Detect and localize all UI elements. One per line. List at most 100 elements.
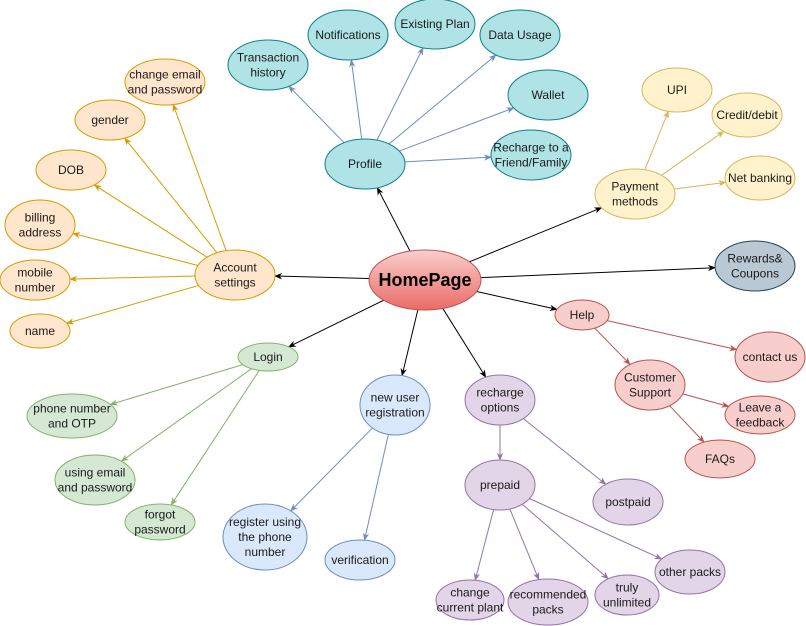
node-notifications[interactable]: Notifications xyxy=(307,9,389,61)
node-label: current plant xyxy=(437,601,504,615)
node-label: truly xyxy=(616,581,639,595)
node-label: and password xyxy=(58,481,133,495)
edge-login-to-phone-otp xyxy=(109,364,243,406)
edge-recharge-options-to-postpaid xyxy=(523,418,607,485)
edge-home-to-profile xyxy=(376,187,411,252)
node-label: Customer xyxy=(624,371,676,385)
node-label: gender xyxy=(91,113,128,127)
node-name[interactable]: name xyxy=(9,313,71,349)
node-upi[interactable]: UPI xyxy=(641,67,713,113)
edge-payment-methods-to-net-banking xyxy=(674,180,727,190)
edge-profile-to-existing-plan xyxy=(376,47,424,141)
node-label: Login xyxy=(253,350,282,364)
node-label: and password xyxy=(128,83,203,97)
node-data-usage[interactable]: Data Usage xyxy=(479,9,561,61)
node-shape-wallet xyxy=(507,69,589,121)
edge-profile-to-wallet xyxy=(399,107,515,152)
node-label: Support xyxy=(629,386,672,400)
node-shape-new-user-registration xyxy=(359,374,431,436)
node-existing-plan[interactable]: Existing Plan xyxy=(394,0,476,50)
node-shape-register-phone xyxy=(222,503,308,571)
node-label: password xyxy=(134,523,185,537)
node-shape-help xyxy=(554,299,610,331)
node-help[interactable]: Help xyxy=(554,299,610,331)
edge-payment-methods-to-upi xyxy=(644,110,669,170)
node-contact-us[interactable]: contact us xyxy=(734,331,806,383)
edge-account-settings-to-billing-address xyxy=(72,232,199,266)
node-shape-email-password xyxy=(54,454,136,506)
node-shape-account-settings xyxy=(194,249,276,301)
node-label: methods xyxy=(612,195,658,209)
node-postpaid[interactable]: postpaid xyxy=(592,478,664,526)
node-label: Data Usage xyxy=(488,28,552,42)
edge-home-to-rewards xyxy=(480,264,716,279)
node-label: Credit/debit xyxy=(716,108,778,122)
edge-home-to-login xyxy=(287,299,384,348)
edge-account-settings-to-dob xyxy=(93,184,208,258)
node-label: Profile xyxy=(348,157,382,171)
node-wallet[interactable]: Wallet xyxy=(507,69,589,121)
node-shape-data-usage xyxy=(479,9,561,61)
edge-home-to-help xyxy=(476,291,558,311)
node-rewards[interactable]: Rewards&Coupons xyxy=(714,240,796,292)
edge-help-to-contact-us xyxy=(606,320,738,352)
node-login[interactable]: Login xyxy=(237,342,299,372)
edge-account-settings-to-change-email-password xyxy=(172,103,227,251)
node-label: recommended xyxy=(510,588,587,602)
edge-account-settings-to-mobile-number xyxy=(69,275,196,283)
node-label: number xyxy=(245,545,286,559)
node-prepaid[interactable]: prepaid xyxy=(464,459,536,511)
node-label: verification xyxy=(331,553,388,567)
node-shape-change-plan xyxy=(435,579,505,621)
node-net-banking[interactable]: Net banking xyxy=(724,155,796,201)
node-label: postpaid xyxy=(605,495,650,509)
node-verification[interactable]: verification xyxy=(324,539,396,581)
edge-new-user-registration-to-verification xyxy=(362,434,389,541)
node-label: change xyxy=(450,586,490,600)
node-home[interactable]: HomePage xyxy=(368,249,482,311)
node-faqs[interactable]: FAQs xyxy=(684,439,756,479)
node-gender[interactable]: gender xyxy=(74,99,146,141)
node-label: Rewards& xyxy=(727,252,782,266)
node-profile[interactable]: Profile xyxy=(324,138,406,190)
node-shape-recharge-friend xyxy=(490,129,572,181)
node-label: Help xyxy=(570,308,595,322)
node-label: UPI xyxy=(667,83,687,97)
edge-account-settings-to-name xyxy=(65,284,199,325)
edge-home-to-payment-methods xyxy=(469,207,603,263)
node-shape-payment-methods xyxy=(594,168,676,220)
edge-account-settings-to-gender xyxy=(124,137,218,253)
node-shape-home xyxy=(368,249,482,311)
node-label: unlimited xyxy=(603,596,651,610)
node-shape-notifications xyxy=(307,9,389,61)
node-label: the phone xyxy=(238,530,292,544)
node-label: Net banking xyxy=(728,171,792,185)
node-credit-debit[interactable]: Credit/debit xyxy=(711,92,783,138)
node-label: other packs xyxy=(659,565,721,579)
node-other-packs[interactable]: other packs xyxy=(654,549,726,595)
node-label: Transaction xyxy=(237,51,299,65)
node-dob[interactable]: DOB xyxy=(35,149,107,191)
node-label: DOB xyxy=(58,163,84,177)
node-shape-recharge-options xyxy=(464,374,536,426)
node-label: Notifications xyxy=(315,28,380,42)
